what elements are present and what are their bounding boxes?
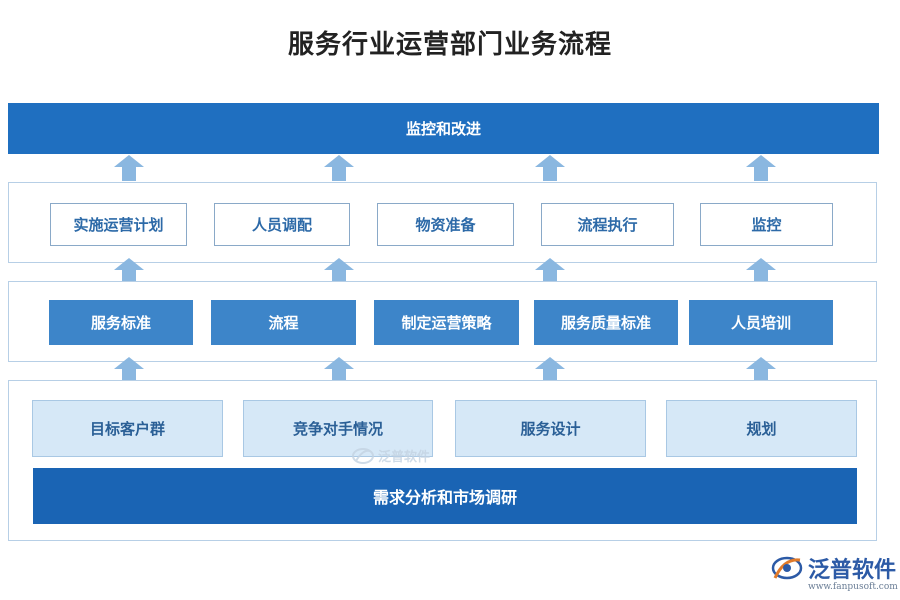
standards-step: 服务质量标准 — [534, 300, 678, 345]
up-arrow-icon — [535, 258, 565, 284]
research-step: 目标客户群 — [32, 400, 223, 457]
monitor-improve-banner: 监控和改进 — [8, 103, 879, 154]
up-arrow-icon — [114, 155, 144, 181]
up-arrow-icon — [746, 258, 776, 284]
standards-step: 制定运营策略 — [374, 300, 519, 345]
diagram-title: 服务行业运营部门业务流程 — [287, 30, 612, 60]
research-step: 服务设计 — [455, 400, 646, 457]
standards-step: 服务标准 — [49, 300, 193, 345]
execution-step: 监控 — [700, 203, 833, 246]
watermark: 泛普软件 — [352, 446, 430, 465]
up-arrow-icon — [535, 155, 565, 181]
fanpu-logo: 泛普软件 www.fanpusoft.com — [770, 552, 898, 592]
execution-step: 流程执行 — [541, 203, 674, 246]
watermark-text: 泛普软件 — [378, 450, 431, 465]
up-arrow-icon — [114, 258, 144, 284]
up-arrow-icon — [324, 155, 354, 181]
execution-step: 物资准备 — [377, 203, 514, 246]
up-arrow-icon — [324, 357, 354, 383]
up-arrow-icon — [746, 155, 776, 181]
fanpu-logo-icon — [352, 447, 374, 464]
research-step: 竞争对手情况 — [243, 400, 433, 457]
fanpu-logo-icon — [771, 556, 803, 580]
standards-step: 人员培训 — [689, 300, 833, 345]
execution-step: 实施运营计划 — [50, 203, 187, 246]
research-step: 规划 — [666, 400, 857, 457]
up-arrow-icon — [535, 357, 565, 383]
execution-step: 人员调配 — [214, 203, 350, 246]
up-arrow-icon — [114, 357, 144, 383]
logo-text: 泛普软件 — [808, 558, 897, 583]
up-arrow-icon — [746, 357, 776, 383]
up-arrow-icon — [324, 258, 354, 284]
demand-analysis-banner: 需求分析和市场调研 — [33, 468, 857, 524]
standards-step: 流程 — [211, 300, 356, 345]
logo-url: www.fanpusoft.com — [808, 582, 898, 592]
